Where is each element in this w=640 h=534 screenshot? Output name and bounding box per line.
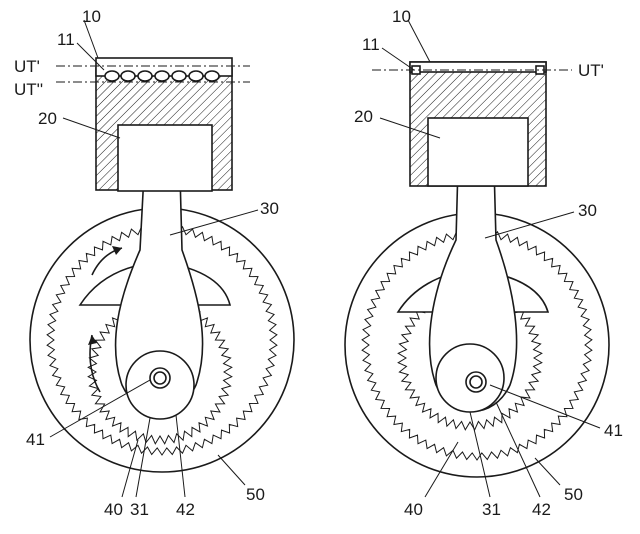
- label-50-left: 50: [246, 485, 265, 504]
- crank-pin-41: [465, 371, 487, 393]
- label-10-right: 10: [392, 7, 411, 26]
- label-11-right: 11: [362, 35, 380, 54]
- label-ut-upper-left: UT': [14, 57, 40, 76]
- label-30-right: 30: [578, 201, 597, 220]
- label-31-right: 31: [482, 500, 501, 519]
- label-41-right: 41: [604, 421, 623, 440]
- right-figure: 10 11 UT' 20 30 41 40 31 42 50: [344, 7, 623, 519]
- label-42-right: 42: [532, 500, 551, 519]
- piston-ring-11: [104, 70, 220, 82]
- label-40-left: 40: [104, 500, 123, 519]
- label-ut-upper-right: UT': [578, 61, 604, 80]
- label-42-left: 42: [176, 500, 195, 519]
- piston-10: [409, 61, 547, 187]
- leader-lines-left: [49, 19, 259, 498]
- rotation-arrows: [88, 246, 123, 393]
- label-20-left: 20: [38, 109, 57, 128]
- ut-lines: [56, 65, 250, 83]
- label-10-left: 10: [82, 7, 101, 26]
- label-41-left: 41: [26, 430, 45, 449]
- label-40-right: 40: [404, 500, 423, 519]
- label-11-left: 11: [57, 30, 75, 49]
- label-31-left: 31: [130, 500, 149, 519]
- piston-10: [95, 57, 233, 192]
- left-figure: 10 11 UT' UT'' 20 30 41 40 31 42 50: [14, 7, 295, 519]
- label-50-right: 50: [564, 485, 583, 504]
- label-30-left: 30: [260, 199, 279, 218]
- leader-lines-right: [379, 19, 601, 498]
- crank-pin-41: [149, 367, 171, 389]
- label-ut-lower-left: UT'': [14, 80, 43, 99]
- label-20-right: 20: [354, 107, 373, 126]
